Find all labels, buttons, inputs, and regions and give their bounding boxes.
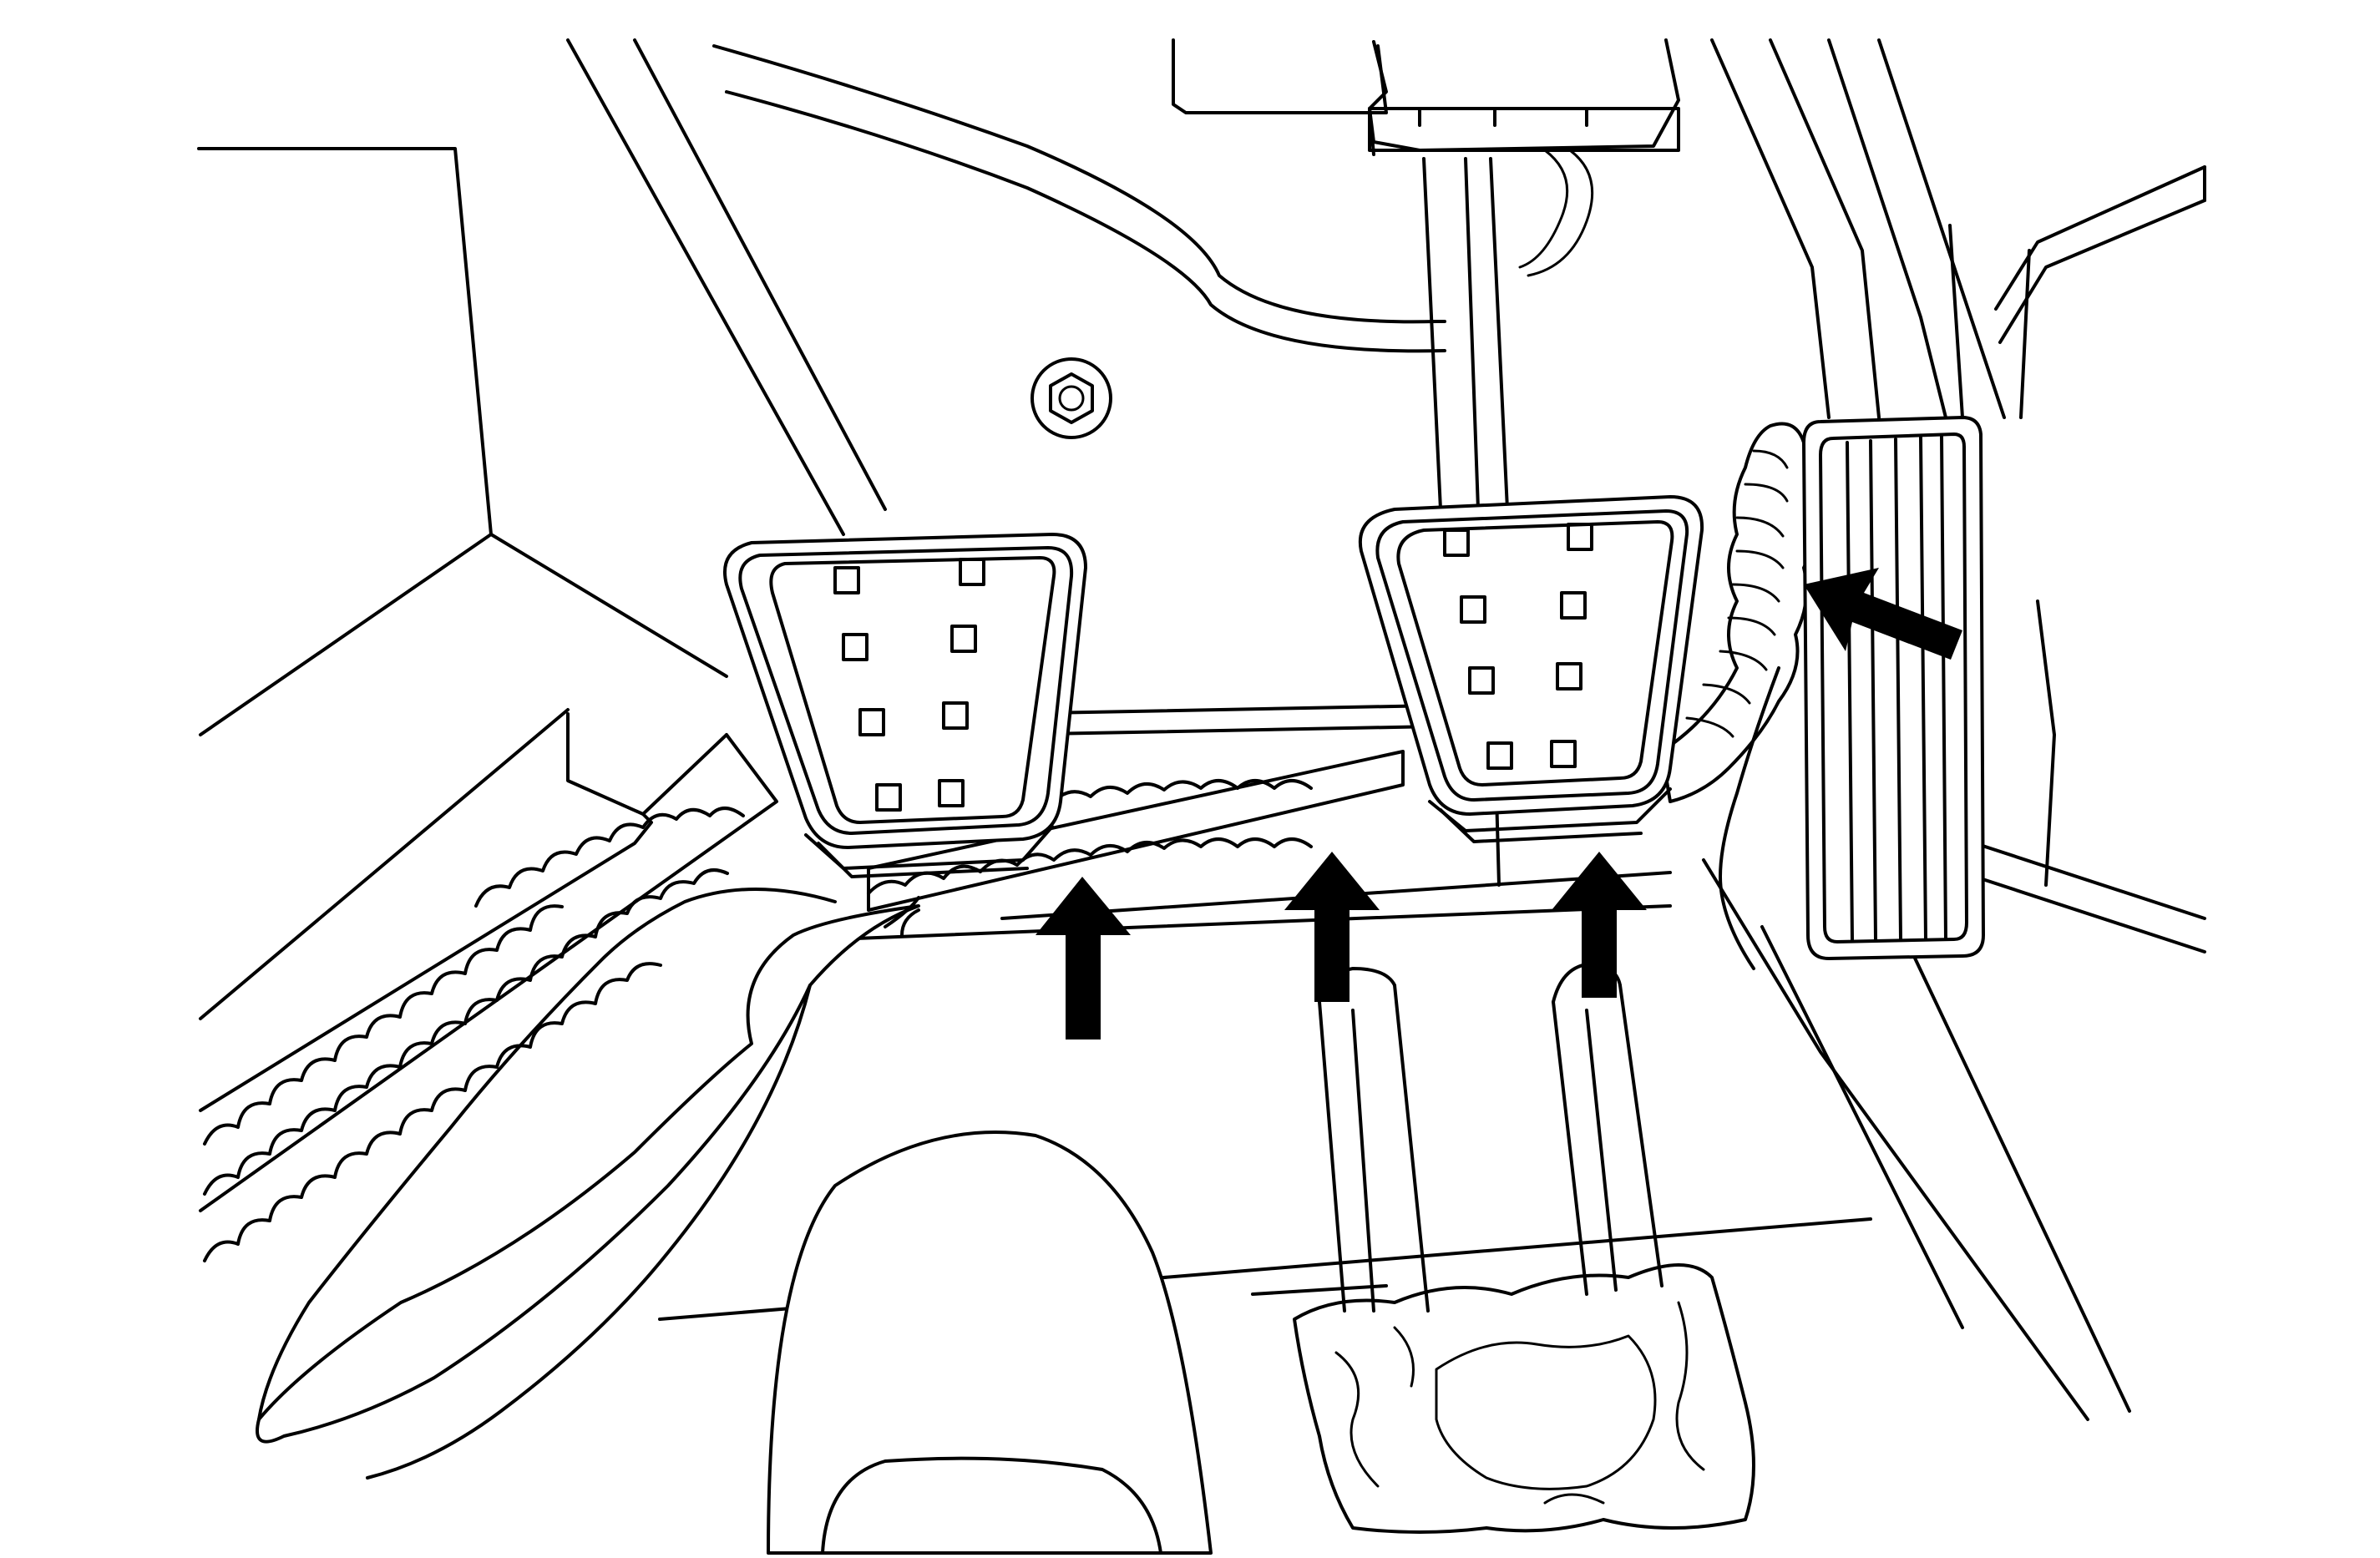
- floor-tunnel: [256, 888, 1213, 1555]
- right-side-structure: [1702, 38, 2206, 1421]
- arrow-wiring-under-brake: [1552, 852, 1647, 998]
- arrow-wiring-at-accelerator: [1804, 568, 1962, 660]
- accelerator-pedal: [1802, 416, 1985, 960]
- firewall-structure: [566, 38, 1446, 536]
- wiring-harness-left: [203, 807, 745, 1262]
- brake-pedal-grip: [1443, 523, 1593, 770]
- arrow-wiring-under-clutch: [1036, 877, 1131, 1040]
- arrow-wiring-center: [1284, 852, 1380, 1002]
- brake-pedal: [1358, 495, 1704, 843]
- callout-arrows: [1036, 568, 1962, 1040]
- shift-boot: [1293, 1263, 1755, 1534]
- mounting-nut: [1030, 357, 1112, 439]
- pedal-lower-arms: [1318, 963, 1663, 1313]
- pedal-bracket: [1172, 38, 1680, 277]
- clutch-pedal: [723, 533, 1087, 878]
- clutch-pedal-grip: [833, 558, 985, 812]
- left-kick-panel: [197, 147, 778, 1212]
